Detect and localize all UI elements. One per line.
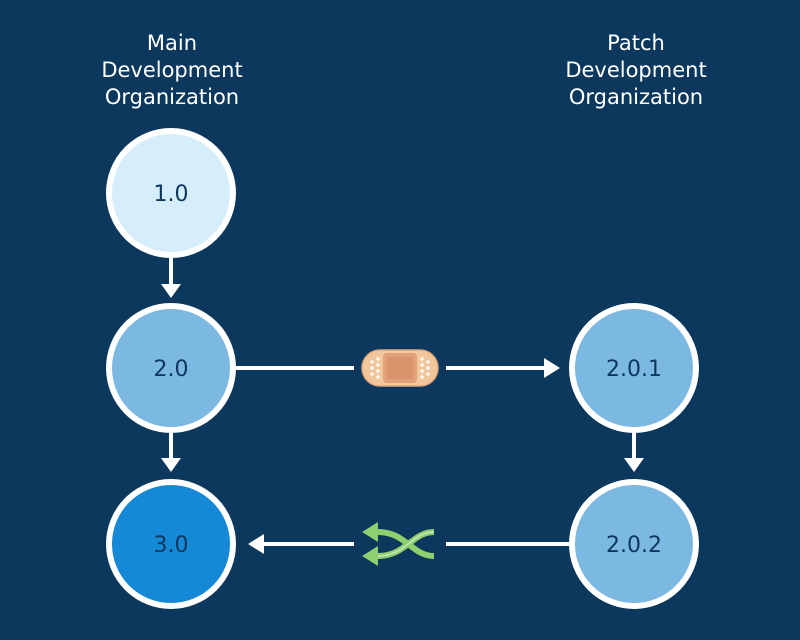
patch-title-line2: Development [565,58,707,82]
arrow-p2-to-3 [248,534,572,554]
main-title-line3: Organization [104,85,240,109]
node-1-0-label: 1.0 [154,182,189,207]
patch-title-line1: Patch [607,31,665,55]
node-2-0: 2.0 [106,303,236,433]
main-org-title: Main Development Organization [62,30,282,111]
node-2-0-1-label: 2.0.1 [606,357,662,382]
patch-title-line3: Organization [568,85,704,109]
bandage-icon [361,349,439,387]
main-title-line1: Main [146,31,198,55]
arrow-p1-to-p2 [624,432,644,472]
node-3-0-label: 3.0 [154,533,189,558]
node-2-0-1: 2.0.1 [569,303,699,433]
node-2-0-label: 2.0 [154,357,189,382]
node-2-0-2-label: 2.0.2 [606,533,662,558]
arrow-2-to-3 [161,432,181,472]
arrow-2-to-p1 [235,358,560,378]
patch-org-title: Patch Development Organization [526,30,746,111]
shuffle-merge-icon [362,522,435,566]
node-3-0: 3.0 [106,479,236,609]
node-2-0-2: 2.0.2 [569,479,699,609]
arrow-1-to-2 [161,256,181,298]
node-1-0: 1.0 [106,128,236,258]
main-title-line2: Development [101,58,243,82]
